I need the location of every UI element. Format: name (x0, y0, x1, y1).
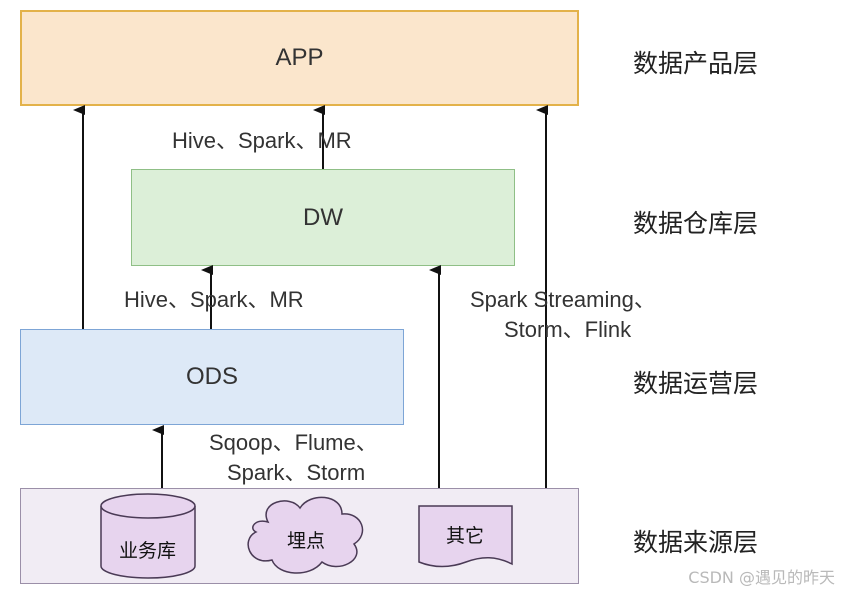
ods-box: ODS (20, 329, 404, 425)
watermark: CSDN @遇见的昨天 (688, 568, 835, 587)
business-db-label: 业务库 (119, 540, 177, 562)
app-label: APP (275, 44, 324, 71)
database-cylinder-icon (100, 493, 196, 579)
ods-label: ODS (185, 363, 238, 390)
label-streaming-line2: Storm、Flink (504, 317, 632, 342)
dw-label: DW (303, 203, 343, 231)
label-source-line2: Spark、Storm (227, 460, 366, 485)
layer-name-product: 数据产品层 (633, 49, 759, 78)
label-streaming-line1: Spark Streaming、 (470, 287, 656, 312)
layer-name-operation: 数据运营层 (633, 369, 759, 398)
cloud-icon (247, 496, 364, 574)
tracking-label: 埋点 (287, 530, 326, 552)
label-ods-to-dw: Hive、Spark、MR (124, 287, 304, 312)
label-dw-to-app: Hive、Spark、MR (172, 128, 352, 153)
layer-name-source: 数据来源层 (633, 528, 759, 557)
label-source-line1: Sqoop、Flume、 (209, 430, 378, 455)
layer-name-warehouse: 数据仓库层 (633, 209, 759, 238)
document-icon (418, 505, 513, 568)
dw-box: DW (131, 169, 515, 266)
app-box: APP (20, 10, 579, 106)
other-label: 其它 (446, 525, 485, 547)
